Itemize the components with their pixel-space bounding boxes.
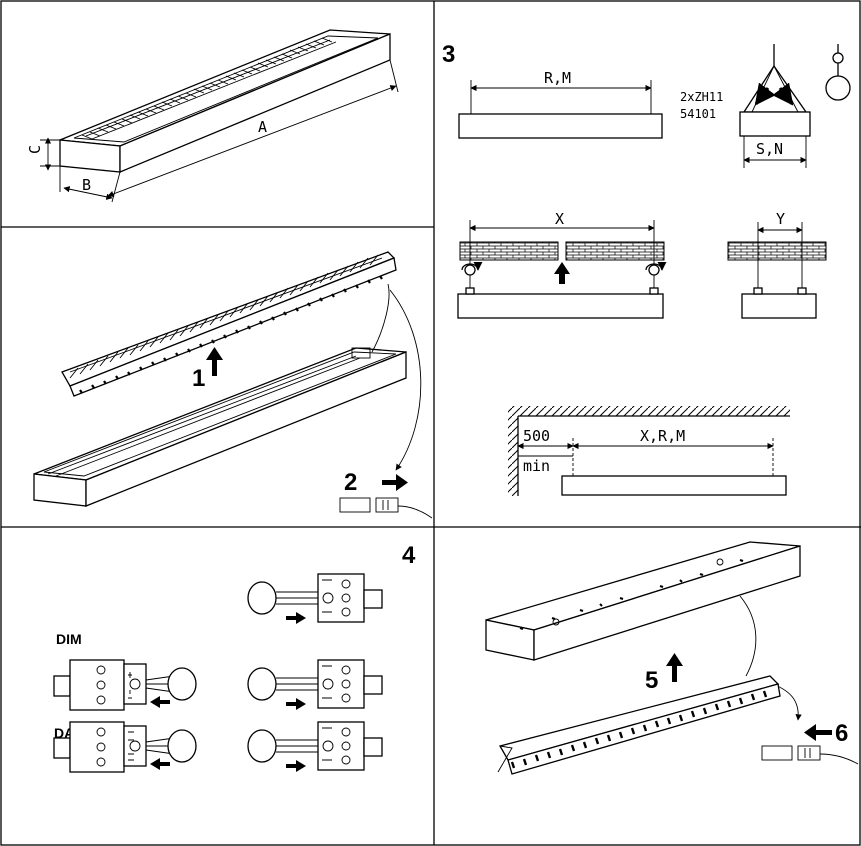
dimension-rm-label: R,M [544, 69, 571, 87]
dimension-sn-label: S,N [756, 140, 783, 158]
up-arrow-icon [206, 347, 223, 376]
dimension-xrm-label: X,R,M [640, 427, 685, 445]
panel-wiring: 4 DIM DALI [53, 542, 416, 773]
hook-icon [825, 44, 851, 101]
ceiling-mount-y [727, 222, 827, 319]
luminaire-mounted [485, 541, 801, 661]
panel-reassembly: 5 6 [485, 541, 859, 775]
step-3-label: 3 [442, 41, 455, 68]
up-arrow-icon [666, 653, 683, 682]
louvre-insert [497, 675, 781, 775]
swing-arrow [389, 289, 422, 471]
mains-terminal-1 [247, 573, 383, 624]
ceiling-mount-x [457, 220, 667, 319]
panel-mounting: 3 R,M 2xZH11 54101 S,N [442, 41, 851, 496]
luminaire-isometric [59, 29, 391, 173]
accessory-code-line1: 2xZH11 [680, 90, 723, 104]
left-arrow-icon [804, 724, 832, 741]
dimension-min-label: min [523, 457, 550, 475]
dali-terminal [53, 721, 197, 773]
dimension-500-label: 500 [523, 427, 550, 445]
step-6-label: 6 [835, 720, 848, 747]
mains-terminal-2 [247, 659, 383, 710]
terminal-markings [128, 579, 332, 761]
mains-terminal-3 [247, 721, 383, 772]
dimension-x-label: X [555, 210, 564, 228]
suspended-luminaire-side [458, 80, 663, 139]
step-1-label: 1 [192, 365, 205, 392]
connector-plug-icon [761, 745, 859, 765]
dimension-a-label: A [258, 118, 267, 136]
cable [371, 283, 390, 353]
accessory-code-line2: 54101 [680, 107, 716, 121]
panel-louvre-removal: 1 2 [33, 251, 433, 519]
louvre-insert [61, 251, 397, 397]
step-5-label: 5 [645, 667, 658, 694]
step-2-label: 2 [344, 469, 357, 496]
panel-dimensions: A B C [26, 29, 399, 203]
dimension-c-label: C [26, 145, 44, 154]
dimension-b-label: B [82, 176, 91, 194]
connector-unplug-icon [339, 497, 433, 519]
dim-label: DIM [56, 631, 82, 647]
step-4-label: 4 [402, 542, 416, 569]
dim-terminal [53, 659, 197, 711]
dimension-lines [40, 59, 399, 203]
luminaire-housing [33, 347, 407, 507]
cable [739, 595, 757, 677]
dimension-y-label: Y [776, 210, 785, 228]
right-arrow-icon [382, 474, 408, 491]
wall-clearance-diagram [508, 406, 790, 496]
y-suspension-end-view [739, 44, 811, 168]
